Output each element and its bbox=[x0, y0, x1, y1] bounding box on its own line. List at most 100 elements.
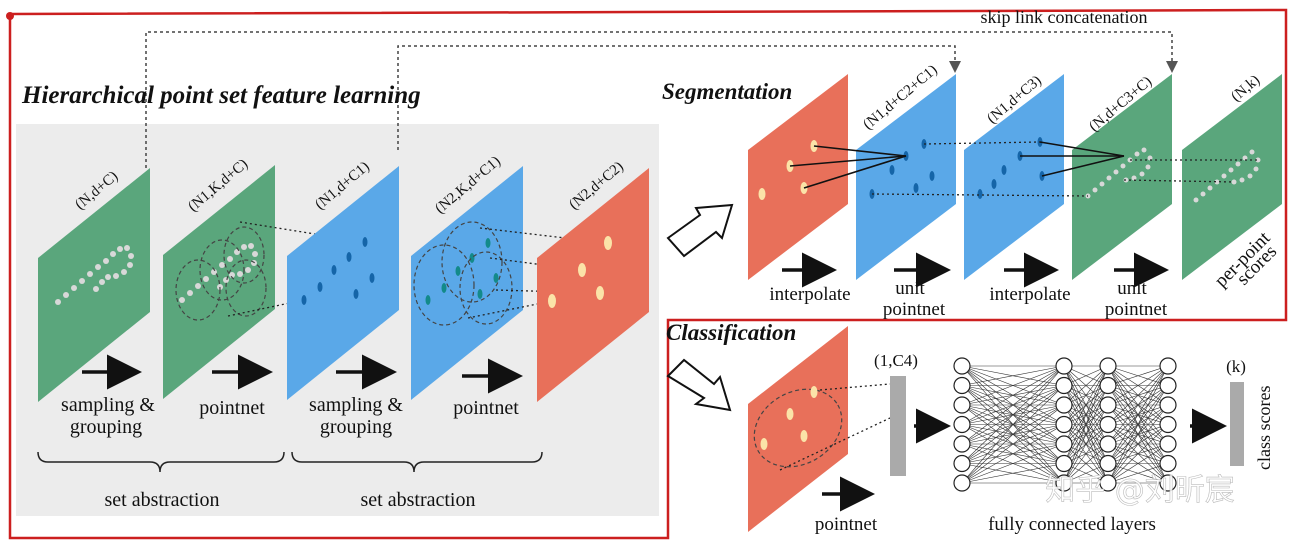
learning-steps bbox=[82, 354, 523, 394]
step-label-sampling-1b: grouping bbox=[70, 416, 142, 438]
fc-edge bbox=[961, 365, 1065, 386]
fc-edge bbox=[1063, 365, 1109, 445]
fc-edge bbox=[961, 365, 1065, 425]
fc-edge bbox=[961, 443, 1065, 484]
watermark: 知乎 @刘昕宸 bbox=[1045, 473, 1235, 508]
red-frame-top bbox=[8, 8, 1288, 540]
seg-step-interpolate-1: interpolate bbox=[769, 284, 850, 305]
fc-edge bbox=[1107, 424, 1169, 484]
fc-node bbox=[1159, 474, 1177, 492]
point-cloud-shape bbox=[55, 245, 134, 305]
fc-node bbox=[1055, 376, 1073, 395]
classification-title: Classification bbox=[666, 320, 796, 345]
seg-step-unit-1b: pointnet bbox=[883, 299, 946, 320]
fc-node bbox=[953, 454, 971, 473]
hierarchical-title: Hierarchical point set feature learning bbox=[21, 82, 421, 109]
grouping-circles bbox=[175, 226, 267, 321]
fc-node bbox=[1099, 474, 1117, 492]
seg-plane-1 bbox=[748, 74, 848, 280]
seg-plane-4: (N,d+C3+C) bbox=[1072, 74, 1172, 280]
seg-step-unit-2a: unit bbox=[1117, 278, 1147, 299]
fc-edge bbox=[1063, 365, 1109, 406]
fc-node bbox=[1159, 435, 1177, 453]
fc-edge bbox=[1107, 443, 1169, 484]
fc-layers-label: fully connected layers bbox=[988, 514, 1156, 535]
global-feature-vector bbox=[890, 376, 906, 476]
fc-edge bbox=[961, 365, 1065, 484]
fc-edge bbox=[1107, 365, 1169, 445]
fc-node bbox=[1099, 376, 1117, 395]
set-abstraction-label-1: set abstraction bbox=[105, 489, 220, 511]
step-label-pointnet-1: pointnet bbox=[199, 397, 265, 419]
fc-node bbox=[1055, 454, 1073, 473]
fc-node bbox=[953, 415, 971, 434]
seg-step-unit-2b: pointnet bbox=[1105, 299, 1168, 320]
fc-edge bbox=[1107, 463, 1169, 484]
fc-edge bbox=[1107, 365, 1169, 386]
fc-node bbox=[1159, 396, 1177, 414]
fc-edge bbox=[961, 424, 1065, 484]
fc-node bbox=[1159, 376, 1177, 395]
fc-edge bbox=[961, 463, 1065, 484]
fc-node bbox=[1099, 454, 1117, 473]
seg-step-unit-1a: unit bbox=[895, 278, 925, 299]
fc-node bbox=[1055, 396, 1073, 414]
fc-node bbox=[1055, 474, 1073, 492]
set-abstraction-label-2: set abstraction bbox=[361, 489, 476, 511]
fc-edge bbox=[961, 404, 1065, 484]
seg-plane-2: (N1,d+C2+C1) bbox=[856, 62, 956, 280]
seg-dotted-lines bbox=[871, 141, 1258, 197]
frame-corner-dot bbox=[6, 12, 14, 20]
class-score-vector bbox=[1230, 382, 1244, 466]
fc-node bbox=[953, 474, 971, 492]
cls-plane bbox=[748, 326, 848, 532]
fc-node bbox=[953, 357, 971, 375]
cls-pointnet-label: pointnet bbox=[815, 514, 878, 535]
fc-node bbox=[953, 376, 971, 395]
fc-node bbox=[953, 435, 971, 453]
fc-edge bbox=[961, 365, 1065, 445]
fc-edge bbox=[961, 385, 1065, 484]
fc-node bbox=[1099, 415, 1117, 434]
set-abstraction-braces bbox=[37, 451, 543, 473]
fc-edge bbox=[1063, 365, 1109, 425]
fc-node bbox=[1159, 454, 1177, 473]
fc-node bbox=[1159, 357, 1177, 375]
fc-edge bbox=[1063, 443, 1109, 484]
step-label-sampling-1a: sampling & bbox=[61, 394, 155, 416]
fc-edge bbox=[1107, 365, 1169, 464]
fc-node bbox=[1099, 396, 1117, 414]
global-feature-label: (1,C4) bbox=[874, 351, 918, 370]
fc-edge bbox=[961, 365, 1065, 406]
fc-edge bbox=[1107, 365, 1169, 484]
cls-projection-lines bbox=[779, 383, 891, 471]
fc-edge bbox=[961, 365, 1065, 464]
class-scores-label: class scores bbox=[1254, 386, 1274, 470]
fc-edge bbox=[1107, 365, 1169, 406]
fc-node bbox=[1159, 415, 1177, 434]
skip-link-label: skip link concatenation bbox=[981, 7, 1148, 27]
hollow-arrow-segmentation bbox=[666, 203, 734, 258]
fc-edge bbox=[1063, 404, 1109, 484]
segmentation-title: Segmentation bbox=[662, 79, 792, 104]
fc-node bbox=[1055, 357, 1073, 375]
seg-step-interpolate-2: interpolate bbox=[989, 284, 1070, 305]
fc-node bbox=[1055, 415, 1073, 434]
fc-edge bbox=[1063, 424, 1109, 484]
step-label-pointnet-2: pointnet bbox=[453, 397, 519, 419]
fc-node bbox=[1055, 435, 1073, 453]
seg-interp-lines bbox=[789, 141, 1125, 189]
fc-edge bbox=[1107, 385, 1169, 484]
step-label-sampling-2b: grouping bbox=[320, 416, 392, 438]
fc-edge bbox=[1107, 365, 1169, 425]
fc-node bbox=[953, 396, 971, 414]
skip-links bbox=[145, 31, 1178, 168]
step-label-sampling-2a: sampling & bbox=[309, 394, 403, 416]
hollow-arrow-classification bbox=[666, 358, 732, 412]
fc-edge bbox=[1107, 404, 1169, 484]
fc-node bbox=[1099, 357, 1117, 375]
fc-node bbox=[1099, 435, 1117, 453]
fc-network bbox=[953, 357, 1177, 492]
